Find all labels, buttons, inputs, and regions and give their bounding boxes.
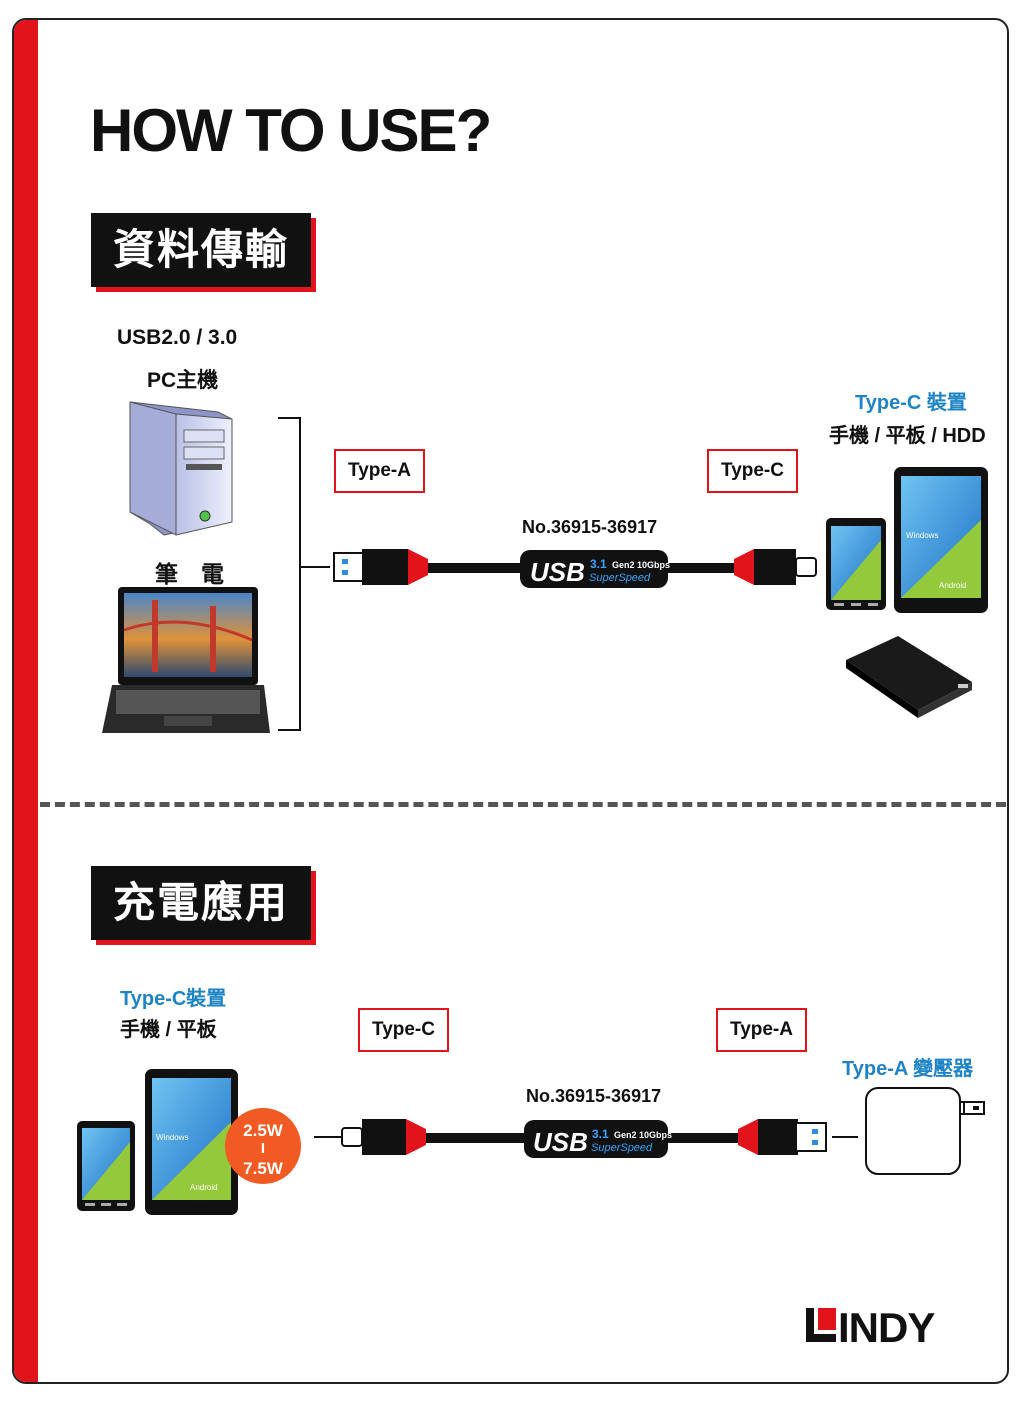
badge2-version: 3.1 xyxy=(592,1127,609,1141)
badge-usb: USB xyxy=(530,557,585,587)
power-badge-mid: I xyxy=(261,1140,265,1157)
tablet-os-windows: Windows xyxy=(906,531,938,540)
host-title: USB2.0 / 3.0 xyxy=(117,326,238,349)
usb-cable-2: USB 3.1 Gen2 10Gbps SuperSpeed xyxy=(314,1119,858,1158)
power-adapter-icon xyxy=(865,1087,985,1175)
charge-device-subtitle: 手機 / 平板 xyxy=(120,1019,217,1041)
tablet-icon-2: Windows Android xyxy=(145,1069,238,1215)
page-title: HOW TO USE? xyxy=(90,97,492,164)
hdd-icon xyxy=(846,636,972,718)
phone-icon-2 xyxy=(77,1121,135,1211)
accent-bar xyxy=(14,20,38,1382)
device-subtitle: 手機 / 平板 / HDD xyxy=(829,425,986,447)
power-badge-top: 2.5W xyxy=(243,1121,284,1140)
section-divider xyxy=(40,802,1006,807)
badge-version: 3.1 xyxy=(590,557,607,571)
lindy-logo: INDY xyxy=(806,1304,936,1351)
usb-superspeed-badge-2: USB 3.1 Gen2 10Gbps SuperSpeed xyxy=(524,1120,672,1158)
label-type-c: Type-C xyxy=(707,449,798,493)
section-heading-charging: 充電應用 xyxy=(91,866,312,940)
badge-speed: SuperSpeed xyxy=(589,572,651,584)
badge2-usb: USB xyxy=(533,1127,588,1157)
badge-gen: Gen2 10Gbps xyxy=(612,560,670,570)
usb-type-a-plug-icon-2 xyxy=(738,1119,827,1155)
adapter-label: Type-A 變壓器 xyxy=(842,1058,974,1080)
badge2-gen: Gen2 10Gbps xyxy=(614,1130,672,1140)
charge-device-title: Type-C裝置 xyxy=(120,988,227,1010)
bracket-line xyxy=(278,417,330,731)
pc-tower-icon xyxy=(129,401,233,536)
tablet2-os-windows: Windows xyxy=(156,1133,188,1142)
device-title: Type-C 裝置 xyxy=(855,392,967,414)
label-type-a: Type-A xyxy=(334,449,425,493)
usb-superspeed-badge: USB 3.1 Gen2 10Gbps SuperSpeed xyxy=(520,550,670,588)
tablet2-os-android: Android xyxy=(190,1183,218,1192)
usb-type-c-plug-icon-2 xyxy=(341,1119,426,1155)
svg-text:INDY: INDY xyxy=(838,1304,935,1351)
usb-cable-1: USB 3.1 Gen2 10Gbps SuperSpeed xyxy=(333,549,817,588)
label-type-a-2: Type-A xyxy=(716,1008,807,1052)
host-subtitle: PC主機 xyxy=(147,369,219,392)
laptop-icon xyxy=(102,587,270,733)
section-heading-data-transfer: 資料傳輸 xyxy=(91,213,312,287)
usb-type-a-plug-icon xyxy=(333,549,428,585)
laptop-label: 筆 電 xyxy=(155,561,224,587)
phone-icon xyxy=(826,518,886,610)
product-number-2: No.36915-36917 xyxy=(526,1086,662,1106)
badge2-speed: SuperSpeed xyxy=(591,1142,653,1154)
power-badge: 2.5W I 7.5W xyxy=(225,1108,301,1184)
usb-type-c-plug-icon xyxy=(734,549,817,585)
label-type-c-2: Type-C xyxy=(358,1008,449,1052)
power-badge-bottom: 7.5W xyxy=(243,1159,284,1178)
tablet-icon: Windows Android xyxy=(894,467,988,613)
tablet-os-android: Android xyxy=(939,581,967,590)
product-number: No.36915-36917 xyxy=(522,517,658,537)
